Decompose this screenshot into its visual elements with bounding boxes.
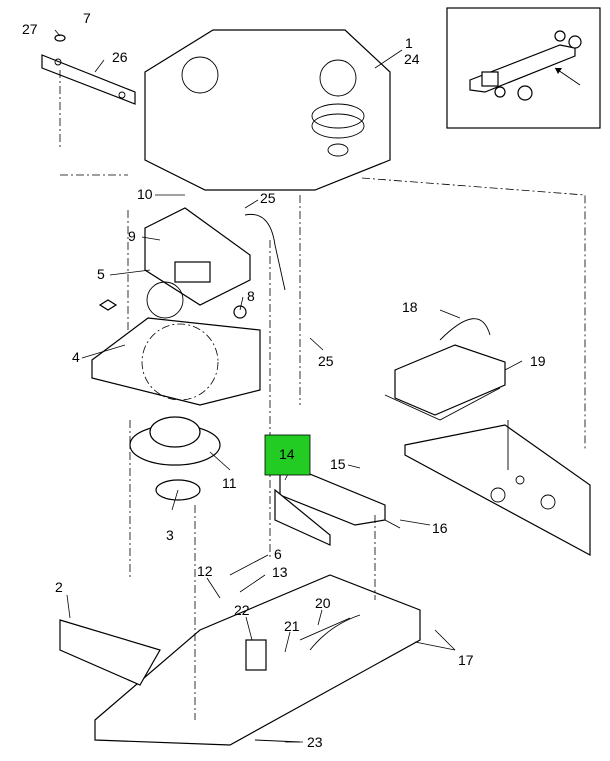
- top-plate-assembly: [60, 29, 586, 450]
- shield-channel: [274, 469, 401, 546]
- mounting-bracket-assembly: [98, 207, 286, 319]
- part-label-25-lower: 25: [318, 353, 334, 369]
- gasket-plate: [91, 317, 261, 406]
- base-plate-assembly: [59, 574, 421, 746]
- part-label-20: 20: [315, 595, 331, 611]
- part-label-12: 12: [197, 563, 213, 579]
- part-label-1: 1: [405, 35, 413, 51]
- bellows-cover: [129, 416, 221, 501]
- part-label-22: 22: [234, 602, 250, 618]
- control-box: [384, 318, 506, 421]
- part-label-7: 7: [83, 10, 91, 26]
- part-label-9: 9: [128, 228, 136, 244]
- part-label-27: 27: [22, 21, 38, 37]
- part-label-4: 4: [72, 349, 80, 365]
- part-label-3: 3: [166, 527, 174, 543]
- part-label-21: 21: [284, 618, 300, 634]
- part-label-16: 16: [432, 520, 448, 536]
- part-label-11: 11: [222, 475, 237, 491]
- part-label-26: 26: [112, 49, 128, 65]
- part-label-19: 19: [530, 353, 546, 369]
- part-label-13: 13: [272, 564, 288, 580]
- part-label-24: 24: [404, 51, 420, 67]
- part-label-5: 5: [97, 266, 105, 282]
- part-label-8: 8: [247, 288, 255, 304]
- leader-lines: [54, 29, 523, 743]
- part-label-10: 10: [137, 186, 153, 202]
- part-label-2: 2: [55, 579, 63, 595]
- part-label-14: 14: [279, 446, 295, 462]
- highlight-callout: [264, 434, 311, 476]
- part-label-6: 6: [274, 546, 282, 562]
- strap-bracket: [41, 34, 136, 150]
- part-label-18: 18: [402, 299, 418, 315]
- part-label-17: 17: [458, 652, 474, 668]
- vehicle-locator-inset: [446, 7, 601, 129]
- part-label-23: 23: [307, 734, 323, 750]
- part-label-25-upper: 25: [260, 190, 276, 206]
- part-label-15: 15: [330, 456, 346, 472]
- side-mount-bracket: [404, 420, 591, 557]
